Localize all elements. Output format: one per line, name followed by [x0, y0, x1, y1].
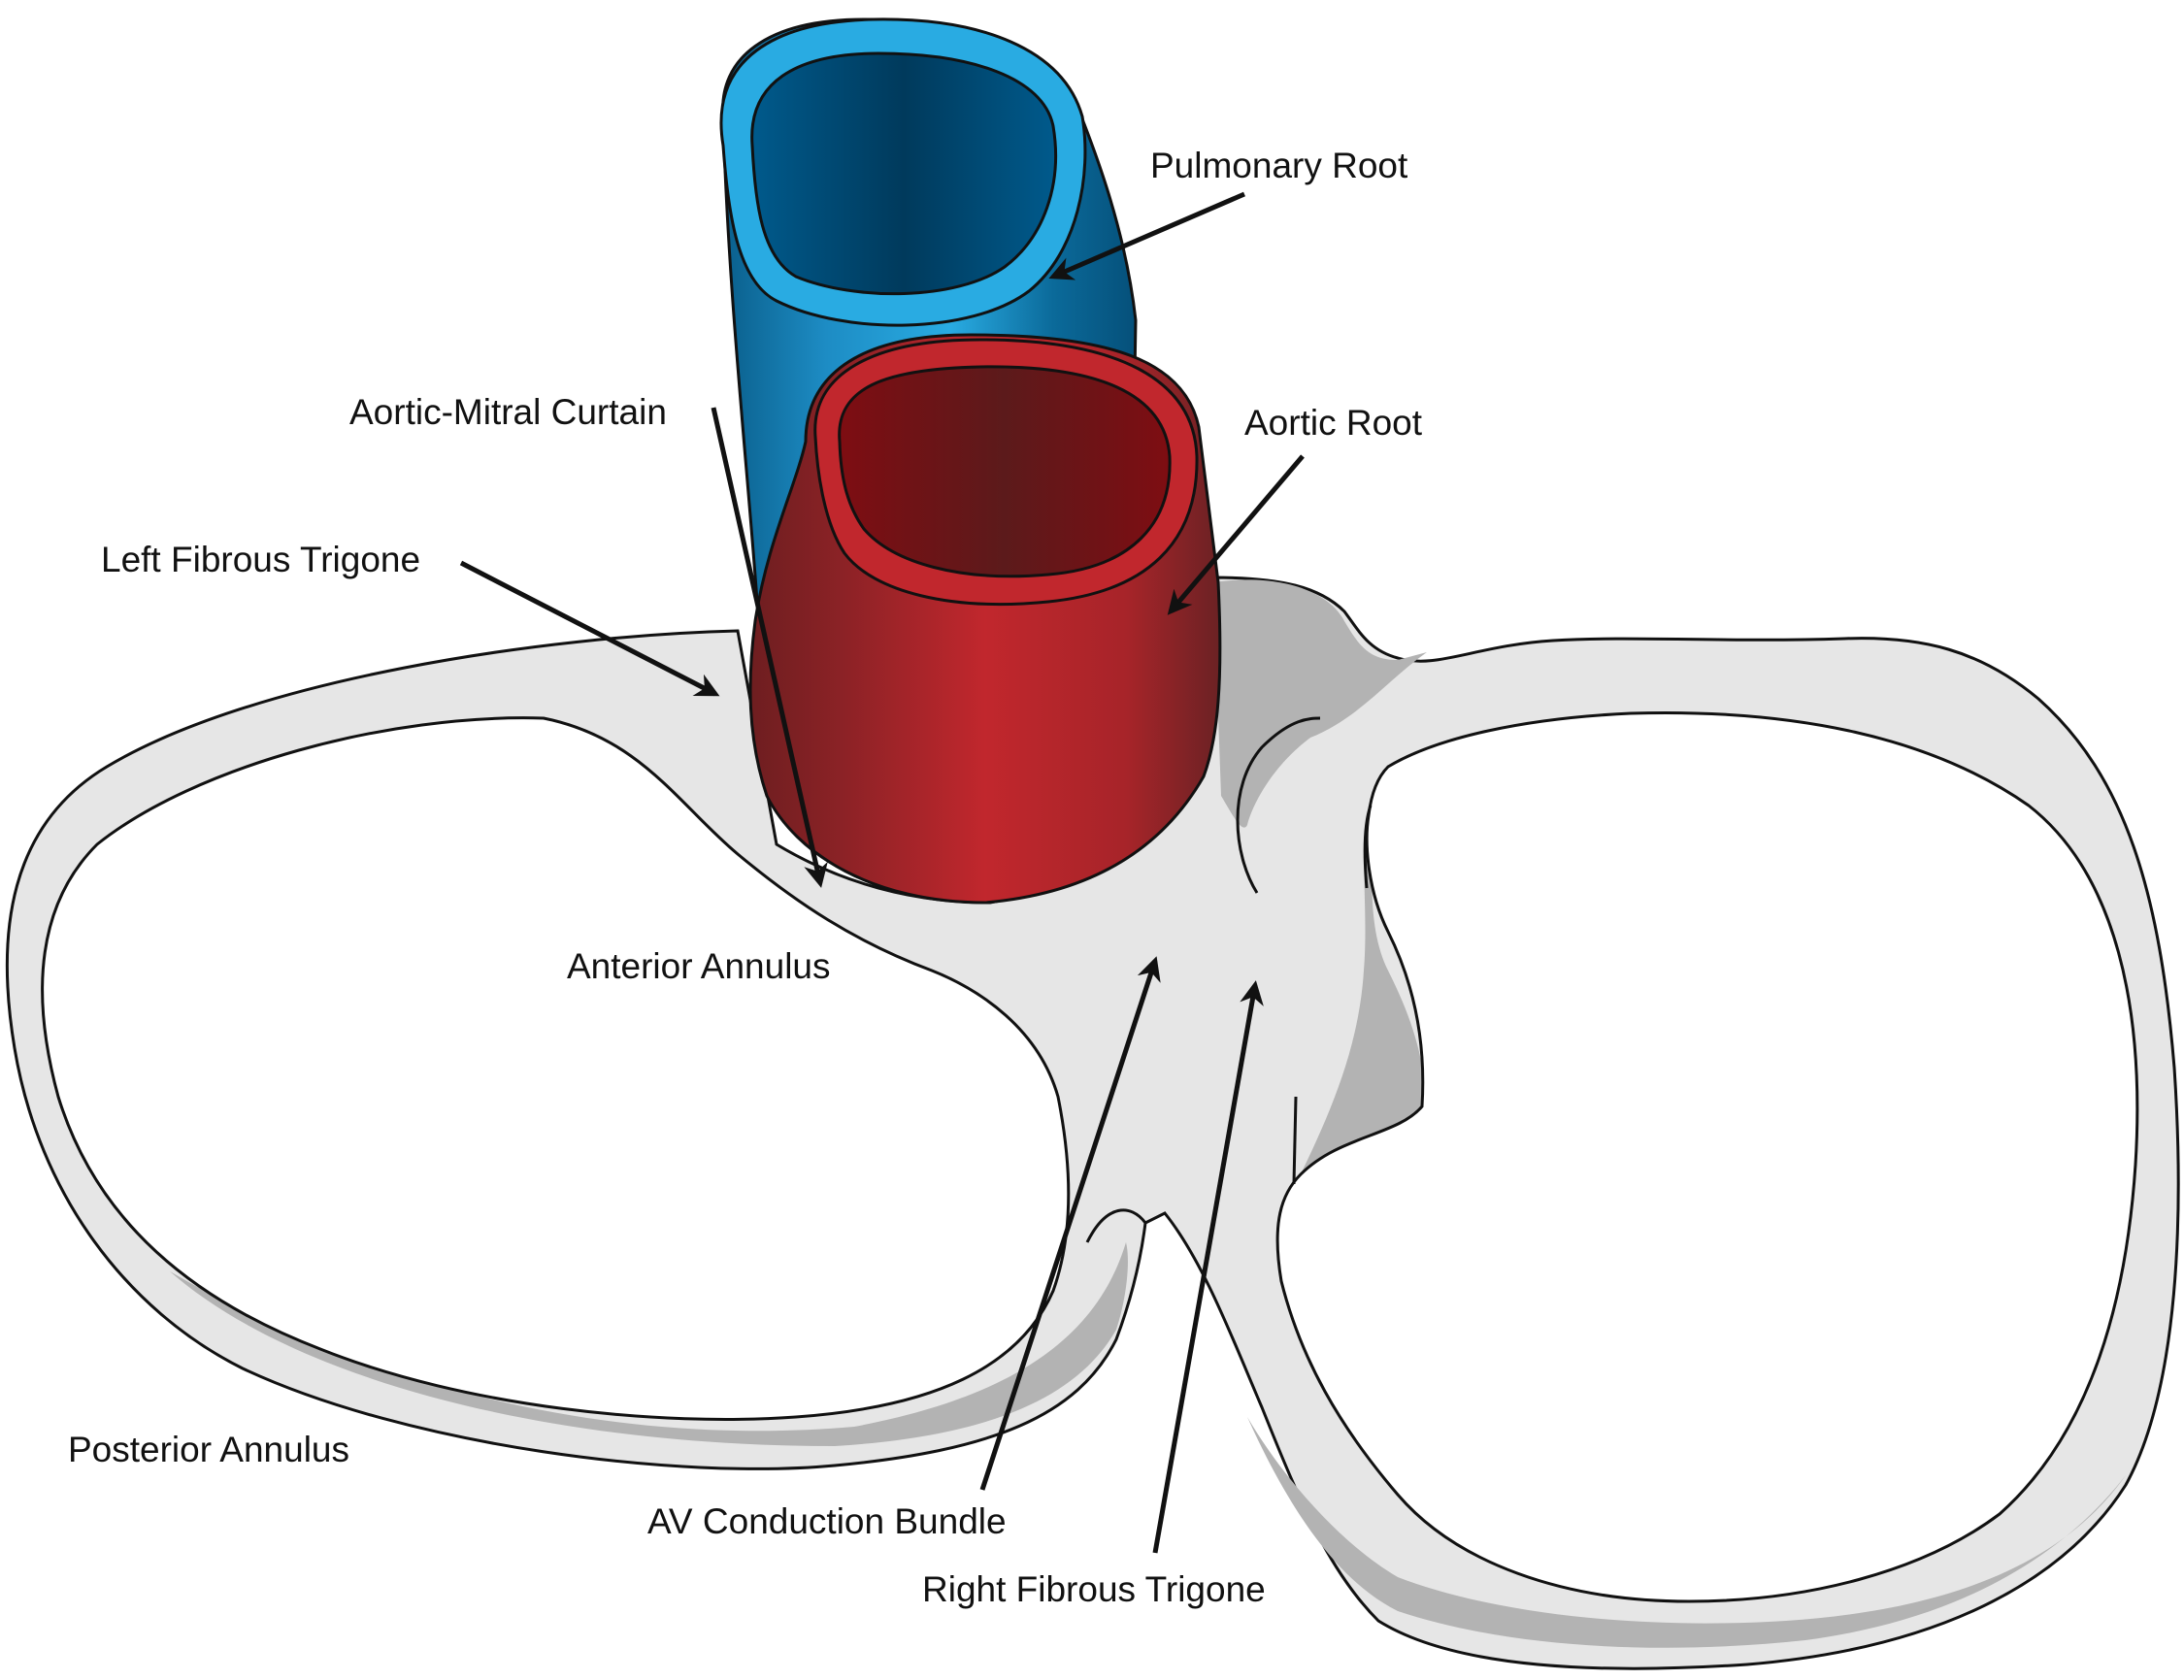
pulmonary-lumen: [750, 51, 1057, 296]
rv-edge-line: [1292, 1096, 1298, 1185]
aortic-root: [748, 333, 1222, 905]
label-aortic-mitral-curtain: Aortic-Mitral Curtain: [349, 392, 667, 432]
labels: Pulmonary Root Aortic Root Aortic-Mitral…: [68, 146, 1423, 1609]
trigone-edge-line: [1236, 716, 1321, 894]
tricuspid-side-shadow: [1291, 796, 1428, 1223]
label-av-conduction-bundle: AV Conduction Bundle: [647, 1501, 1007, 1541]
tricuspid-orifice: [1275, 711, 2139, 1603]
annulus-skeleton: [5, 576, 2180, 1670]
label-posterior-annulus: Posterior Annulus: [68, 1430, 349, 1469]
arrow-right-fibrous-trigone: [1152, 980, 1264, 1554]
leader-arrows: [459, 191, 1305, 1554]
label-right-fibrous-trigone: Right Fibrous Trigone: [922, 1569, 1266, 1609]
arrow-left-fibrous-trigone: [459, 560, 720, 697]
label-anterior-annulus: Anterior Annulus: [567, 946, 831, 986]
posterior-notch-line: [1085, 1208, 1147, 1243]
label-aortic-root: Aortic Root: [1244, 403, 1423, 443]
label-left-fibrous-trigone: Left Fibrous Trigone: [101, 540, 420, 579]
tricuspid-edge-line: [1363, 805, 1373, 889]
aortic-lumen: [838, 365, 1172, 578]
arrow-aortic-mitral-curtain: [711, 407, 828, 888]
arrow-av-conduction-bundle: [979, 956, 1161, 1491]
arrow-pulmonary-root: [1048, 191, 1245, 280]
arrow-aortic-root: [1167, 454, 1305, 615]
label-pulmonary-root: Pulmonary Root: [1150, 146, 1408, 185]
right-trigone-shadow: [1213, 579, 1427, 828]
mitral-orifice: [41, 716, 1071, 1421]
